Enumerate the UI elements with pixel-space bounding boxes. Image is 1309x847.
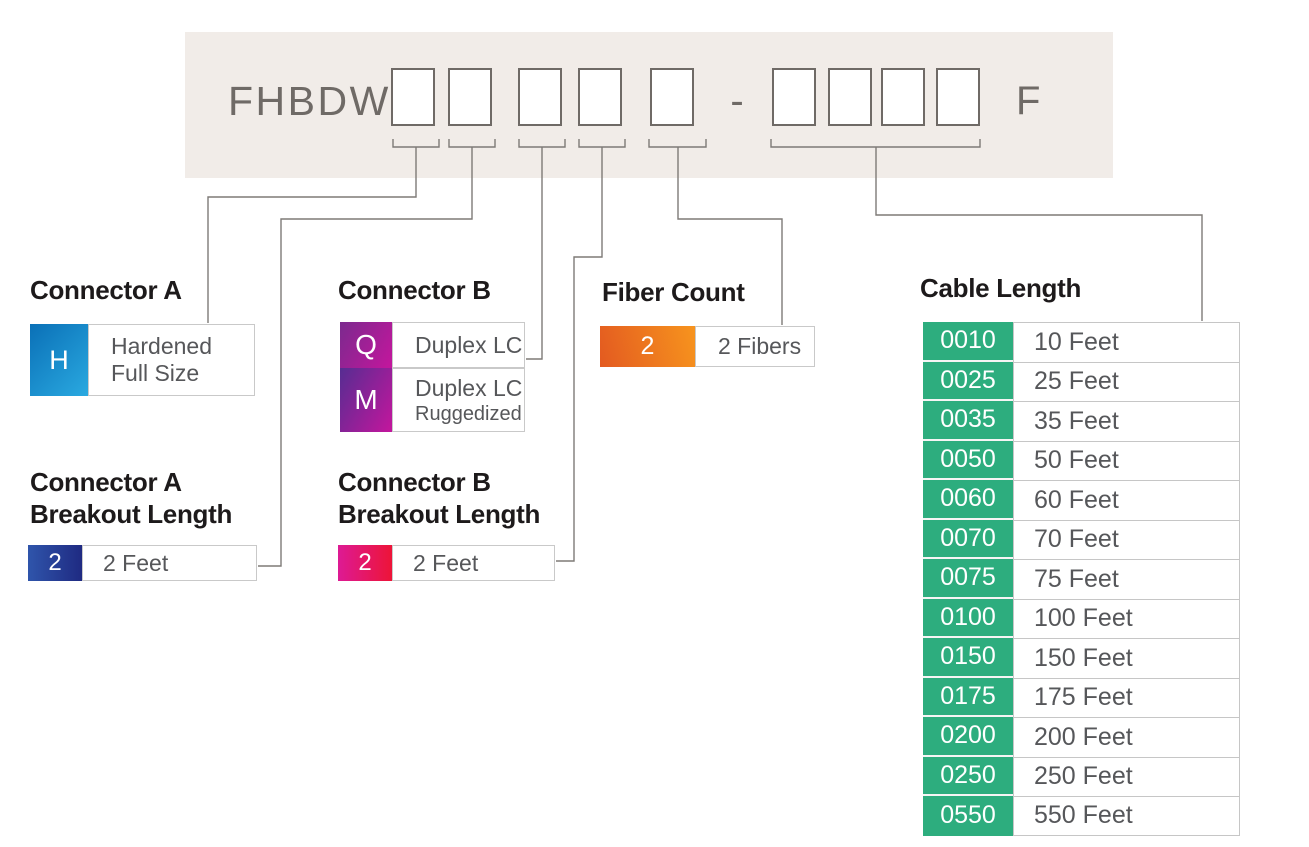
code-box-connector-a [391, 68, 435, 126]
length-label-cell: 60 Feet [1013, 480, 1240, 520]
connector-b-label-m: Duplex LC [415, 374, 523, 401]
connector-b-code-chip-m: M [340, 368, 392, 432]
length-code-cell: 0060 [923, 480, 1013, 520]
table-row: 0060 60 Feet [923, 480, 1240, 520]
connector-a-code-chip: H [30, 324, 88, 396]
cable-length-title: Cable Length [920, 273, 1082, 303]
connector-a-label-line2: Full Size [111, 360, 200, 386]
length-label-cell: 25 Feet [1013, 361, 1240, 401]
table-row: 0010 10 Feet [923, 322, 1240, 362]
table-row: 0150 150 Feet [923, 638, 1240, 678]
table-row: 0070 70 Feet [923, 519, 1240, 559]
length-code-cell: 0200 [923, 717, 1013, 757]
part-number-prefix-group: FHBDW - [228, 72, 421, 130]
connector-b-breakout-value-box: 2 Feet [392, 545, 555, 581]
fiber-count-title: Fiber Count [602, 277, 745, 307]
connector-a-breakout-title: Connector A Breakout Length [30, 466, 232, 530]
length-label-cell: 175 Feet [1013, 677, 1240, 717]
length-label-cell: 75 Feet [1013, 559, 1240, 599]
length-code-cell: 0025 [923, 361, 1013, 401]
length-code-cell: 0250 [923, 756, 1013, 796]
length-code-cell: 0050 [923, 440, 1013, 480]
connector-b-value-box-m: Duplex LC Ruggedized [392, 368, 525, 432]
table-row: 0050 50 Feet [923, 440, 1240, 480]
length-code-cell: 0075 [923, 559, 1013, 599]
code-box-connector-b [518, 68, 562, 126]
code-box-cable-length-3 [881, 68, 925, 126]
length-label-cell: 150 Feet [1013, 638, 1240, 678]
part-number-prefix: FHBDW [228, 77, 391, 124]
table-row: 0200 200 Feet [923, 717, 1240, 757]
connector-b-code-chip-q: Q [340, 322, 392, 368]
length-label-cell: 100 Feet [1013, 598, 1240, 638]
fiber-count-code-chip: 2 [600, 326, 695, 367]
connector-a-breakout-value-box: 2 Feet [82, 545, 257, 581]
cable-length-table: 0010 10 Feet 0025 25 Feet 0035 35 Feet 0… [923, 322, 1240, 836]
connector-b-breakout-title: Connector B Breakout Length [338, 466, 540, 530]
connector-b-breakout-code-chip: 2 [338, 545, 392, 581]
length-label-cell: 50 Feet [1013, 440, 1240, 480]
length-label-cell: 250 Feet [1013, 756, 1240, 796]
connector-b-breakout-label: 2 Feet [413, 549, 479, 576]
table-row: 0175 175 Feet [923, 677, 1240, 717]
length-code-cell: 0175 [923, 677, 1013, 717]
table-row: 0250 250 Feet [923, 756, 1240, 796]
connector-a-breakout-title-line2: Breakout Length [30, 499, 233, 529]
connector-b-title: Connector B [338, 275, 491, 305]
length-code-cell: 0070 [923, 519, 1013, 559]
table-row: 0075 75 Feet [923, 559, 1240, 599]
length-label-cell: 70 Feet [1013, 519, 1240, 559]
length-code-cell: 0035 [923, 401, 1013, 441]
fiber-count-value-box: 2 Fibers [695, 326, 815, 367]
part-number-mid-separator: - [730, 78, 744, 123]
connector-a-breakout-title-line1: Connector A [30, 467, 182, 497]
connector-a-label-line1: Hardened [111, 333, 213, 359]
length-label-cell: 550 Feet [1013, 796, 1240, 836]
length-code-cell: 0100 [923, 598, 1013, 638]
connector-b-value-box-q: Duplex LC [392, 322, 525, 368]
code-box-connector-b-breakout [578, 68, 622, 126]
length-label-cell: 10 Feet [1013, 322, 1240, 362]
code-box-cable-length-2 [828, 68, 872, 126]
code-box-fiber-count [650, 68, 694, 126]
table-row: 0025 25 Feet [923, 361, 1240, 401]
connector-b-sublabel-m: Ruggedized [415, 402, 522, 425]
length-code-cell: 0550 [923, 796, 1013, 836]
connector-b-label-q: Duplex LC [415, 331, 523, 358]
code-box-connector-a-breakout [448, 68, 492, 126]
length-label-cell: 35 Feet [1013, 401, 1240, 441]
connector-b-breakout-title-line1: Connector B [338, 467, 491, 497]
length-code-cell: 0010 [923, 322, 1013, 362]
connector-a-breakout-label: 2 Feet [103, 549, 169, 576]
length-code-cell: 0150 [923, 638, 1013, 678]
code-box-cable-length-4 [936, 68, 980, 126]
part-number-suffix: F [1016, 78, 1041, 123]
length-label-cell: 200 Feet [1013, 717, 1240, 757]
connector-a-title: Connector A [30, 275, 182, 305]
connector-a-breakout-code-chip: 2 [28, 545, 82, 581]
code-box-cable-length-1 [772, 68, 816, 126]
connector-a-value-box: Hardened Full Size [88, 324, 255, 396]
table-row: 0100 100 Feet [923, 598, 1240, 638]
table-row: 0035 35 Feet [923, 401, 1240, 441]
table-row: 0550 550 Feet [923, 796, 1240, 836]
connector-b-breakout-title-line2: Breakout Length [338, 499, 541, 529]
fiber-count-label: 2 Fibers [718, 333, 802, 359]
